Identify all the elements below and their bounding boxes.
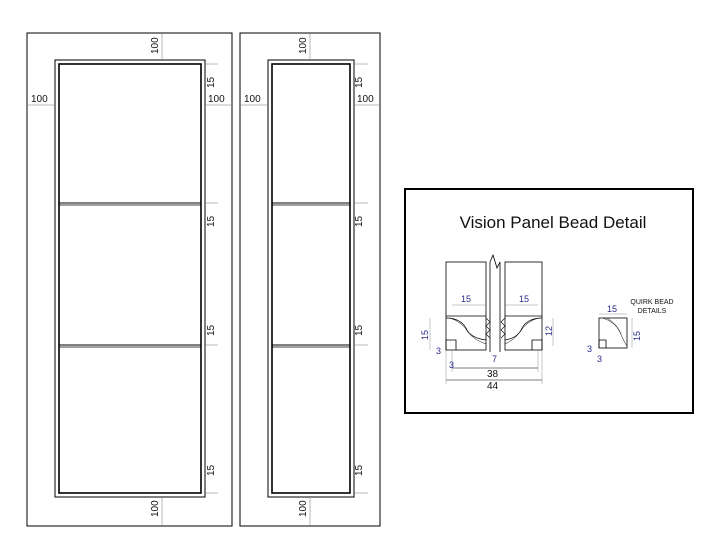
right-panel-inner [271, 63, 351, 494]
left-door-dimensions: 100 100 100 100 15 15 15 15 [31, 37, 225, 517]
right-bead-mid-lower: 15 [354, 324, 365, 336]
bead-dim-right-top: 15 [519, 294, 529, 304]
bead-dim-step-mid: 3 [449, 360, 454, 370]
right-leaf-section [504, 261, 543, 351]
left-dim-bottom: 100 [150, 500, 161, 517]
left-dim-right: 100 [208, 94, 225, 105]
left-bead-moulding-2 [449, 317, 487, 345]
right-bead-mid-upper: 15 [354, 215, 365, 227]
quirk-dim-height: 15 [632, 331, 642, 341]
left-panel-outer [54, 59, 206, 498]
left-bead-moulding [445, 317, 487, 341]
quirk-bead-text: QUIRK BEAD DETAILS 15 15 3 3 [587, 299, 674, 364]
right-bead-upper-right: 15 [354, 76, 365, 88]
bead-dim-left-height: 15 [420, 330, 430, 340]
left-dimension-leaders [27, 33, 232, 526]
right-step-notch [531, 339, 543, 350]
quirk-dim-width: 15 [607, 304, 617, 314]
left-step-notch [445, 339, 457, 350]
glazing-sealant [485, 317, 506, 339]
bead-dim-left-step: 3 [436, 346, 441, 356]
bead-dim-inner-width: 38 [487, 369, 499, 380]
left-dim-top: 100 [150, 37, 161, 54]
left-bead-lower-right: 15 [206, 464, 217, 476]
left-door-elevation [26, 32, 233, 527]
right-dim-bottom: 100 [298, 500, 309, 517]
bead-section-drawing [429, 253, 554, 384]
left-leaf-section [445, 261, 487, 351]
quirk-label-line1: QUIRK BEAD [630, 299, 673, 306]
bead-dim-left-top: 15 [461, 294, 471, 304]
right-panel-outer [267, 59, 355, 498]
quirk-bead-profile-2 [606, 317, 622, 335]
right-door-dimensions: 100 100 100 100 15 15 15 15 [244, 37, 374, 517]
left-bead-mid-lower: 15 [206, 324, 217, 336]
bead-dim-gap: 7 [492, 354, 497, 364]
break-symbol [489, 253, 501, 270]
left-door-outline [26, 32, 233, 527]
right-dim-left: 100 [244, 94, 261, 105]
right-bead-moulding [504, 317, 543, 341]
left-bead-upper-right: 15 [206, 76, 217, 88]
right-door-elevation [239, 32, 381, 527]
detail-title: Vision Panel Bead Detail [460, 213, 647, 232]
left-dim-left: 100 [31, 94, 48, 105]
right-dimension-leaders [240, 33, 380, 526]
quirk-bead-drawing [598, 313, 633, 349]
right-door-outline [239, 32, 381, 527]
right-dim-top: 100 [298, 37, 309, 54]
right-dim-right: 100 [357, 94, 374, 105]
bead-dim-overall-width: 44 [487, 381, 499, 392]
left-bead-mid-upper: 15 [206, 215, 217, 227]
quirk-dim-step-b: 3 [597, 354, 602, 364]
quirk-bead-notch [598, 339, 607, 348]
quirk-dim-step-a: 3 [587, 344, 592, 354]
bead-dim-right-height: 12 [544, 326, 554, 336]
bead-detail-dimensions: 15 15 15 12 3 7 38 44 3 [420, 294, 554, 392]
right-bead-lower-right: 15 [354, 464, 365, 476]
detail-frame [404, 188, 694, 414]
right-bead-moulding-2 [504, 317, 539, 345]
left-panel-inner [58, 63, 202, 494]
quirk-bead-body [598, 317, 628, 349]
quirk-label-line2: DETAILS [638, 308, 667, 315]
